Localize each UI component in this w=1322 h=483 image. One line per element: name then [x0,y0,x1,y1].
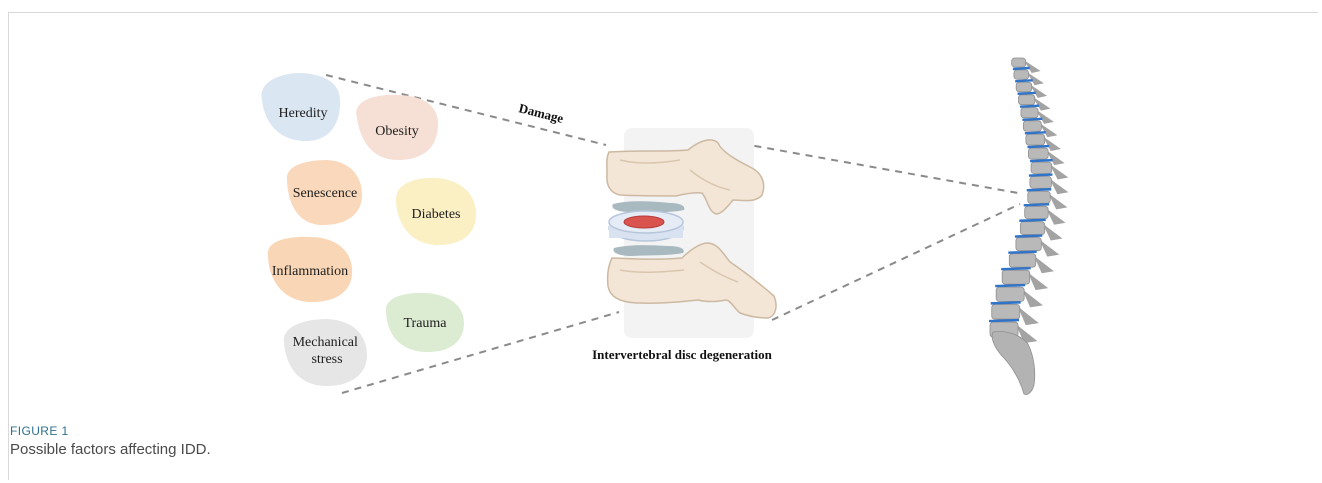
nucleus-pulposus [624,216,664,228]
spine-disc [1015,236,1042,237]
factor-trauma: Trauma [386,293,464,352]
factor-label-line: Mechanical [293,335,358,350]
vertebra [1028,191,1050,203]
spine-process [1043,224,1063,241]
vertebra [996,287,1024,301]
spine-disc [1001,268,1031,269]
spine-disc [1013,68,1030,69]
vertebra [1009,254,1035,268]
spine-process [1018,306,1039,325]
spine-process [1028,272,1049,290]
spine-disc [995,285,1025,286]
idd-diagram: Heredity Obesity Senescence Diabetes Inf… [0,0,1322,420]
factor-label: Senescence [293,186,358,201]
factor-label: Trauma [403,316,447,331]
spine-disc [1022,119,1042,120]
spine-process [1039,240,1059,257]
spine-disc [989,320,1019,321]
vertebra [1026,134,1045,145]
vertebra [1016,238,1041,251]
spine-illustration [989,58,1068,395]
spine-disc [1024,204,1049,205]
factor-mechanical-stress: Mechanical stress [284,319,367,386]
factor-senescence: Senescence [287,160,362,225]
spine-process [1048,193,1067,209]
vertebra [1023,121,1041,131]
connector-line-spine-bottom [772,204,1020,320]
spine-disc [1030,160,1053,161]
vertebra-disc-illustration [607,128,776,338]
spine-disc [1018,93,1036,94]
spine-process [1022,289,1043,307]
spine-process [1050,164,1069,179]
factor-label: Inflammation [272,264,348,279]
figure-number: FIGURE 1 [10,424,69,438]
connector-line-bottom [342,312,619,393]
factor-heredity: Heredity [261,73,340,141]
damage-label: Damage [517,100,565,126]
spine-disc [1025,132,1046,133]
spine-disc [1027,146,1049,147]
spine-disc [1015,80,1033,81]
factor-label: Obesity [375,124,419,139]
vertebra [1025,206,1048,218]
figure-caption: Possible factors affecting IDD. [10,441,211,458]
spine-process [1046,208,1065,224]
vertebra [1014,70,1029,79]
spine-disc [1008,252,1036,253]
vertebra [992,304,1020,319]
vertebra [1030,177,1052,189]
vertebra [1019,95,1035,105]
vertebra [1016,82,1032,92]
vertebra [1031,162,1052,173]
factor-label: Diabetes [412,207,461,222]
vertebra [1002,270,1030,284]
factor-label: Heredity [279,106,328,121]
spine-disc [1027,189,1051,190]
factor-label-line: stress [311,352,342,367]
spine-disc [1020,106,1039,107]
endplate-bottom [613,245,683,256]
vertebra [1012,58,1026,67]
spine-process [1034,256,1054,274]
spine-disc [991,302,1021,303]
vertebra [1028,148,1048,159]
vertebra [1020,222,1044,235]
spine-disc [1019,220,1045,221]
factor-obesity: Obesity [356,95,438,160]
vertebra [1021,108,1038,118]
disc-degeneration-label: Intervertebral disc degeneration [592,347,773,362]
spine-process [1049,179,1068,195]
factor-inflammation: Inflammation [268,237,352,302]
factor-diabetes: Diabetes [396,178,476,245]
spine-disc [1029,175,1053,176]
